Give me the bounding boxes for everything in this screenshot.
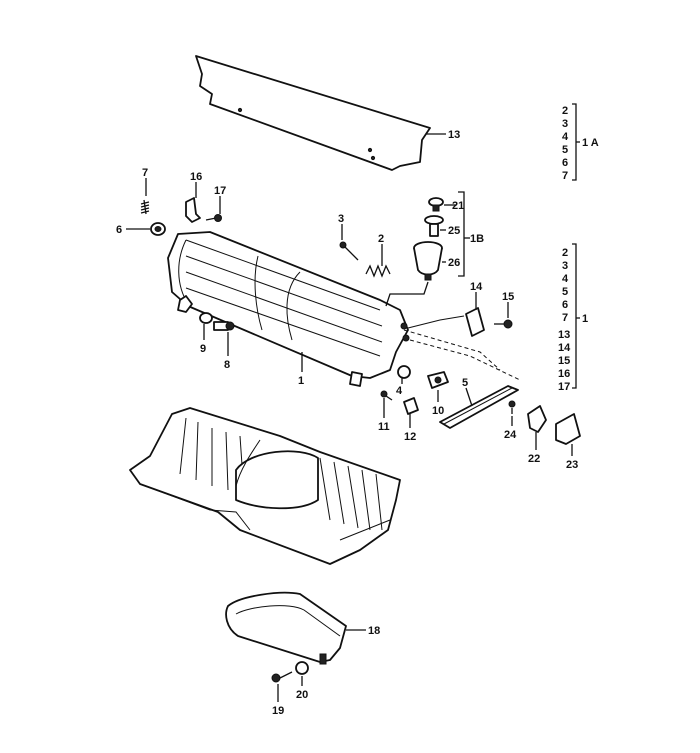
callout-23: 23: [566, 459, 578, 471]
strap-5: [439, 385, 519, 429]
group-1-item: 4: [562, 273, 569, 285]
callout-18: 18: [368, 625, 380, 637]
callout-19: 19: [272, 705, 284, 717]
hardware-parts: [140, 197, 581, 683]
part-4: [397, 365, 411, 379]
callout-8: 8: [224, 359, 230, 371]
callout-22: 22: [528, 453, 540, 465]
callout-25: 25: [448, 225, 460, 237]
callout-4: 4: [396, 385, 403, 397]
group-brackets: [572, 103, 580, 389]
callout-14: 14: [470, 281, 483, 293]
connector-25: [424, 215, 444, 237]
group-1a-label: 1 A: [582, 137, 599, 149]
leader-lines: [126, 133, 573, 702]
group-1-item: 14: [558, 342, 571, 354]
armrest: [225, 591, 347, 665]
group-1-label: 1: [582, 313, 588, 325]
bolt-19: [271, 671, 293, 683]
group-1a-item: 7: [562, 170, 568, 182]
washer-9: [199, 312, 213, 324]
seat-cushion: [129, 407, 401, 565]
bolt-8: [213, 321, 235, 331]
group-1-item: 15: [558, 355, 570, 367]
callout-2: 2: [378, 233, 384, 245]
group-1a-item: 3: [562, 118, 568, 130]
grommet-6: [150, 222, 166, 236]
screw-17: [205, 214, 222, 222]
callout-16: 16: [190, 171, 202, 183]
spring-2: [365, 264, 391, 278]
plate-14: [465, 307, 485, 337]
screw-3: [339, 241, 359, 261]
callout-7: 7: [142, 167, 148, 179]
callout-10: 10: [432, 405, 444, 417]
group-1-item: 17: [558, 381, 570, 393]
callout-12: 12: [404, 431, 416, 443]
clip-21: [428, 197, 444, 212]
seat-back-assembly: [167, 231, 410, 387]
group-1-item: 2: [562, 247, 568, 259]
callout-26: 26: [448, 257, 460, 269]
callout-6: 6: [116, 224, 122, 236]
hinge-23: [555, 413, 581, 445]
group-1a-list: 2 3 4 5 6 7 1 A: [562, 105, 599, 182]
pin-24: [508, 400, 516, 414]
callout-20: 20: [296, 689, 308, 701]
group-1-item: 13: [558, 329, 570, 341]
group-1a-item: 2: [562, 105, 568, 117]
group-1a-item: 4: [562, 131, 569, 143]
callout-9: 9: [200, 343, 206, 355]
bracket-10: [427, 371, 449, 389]
callout-21: 21: [452, 200, 464, 212]
clip-12: [403, 397, 419, 415]
latch-22: [527, 405, 547, 433]
callout-11: 11: [378, 421, 390, 433]
callout-labels: 13 7 6 16 17 3 2 21 25 1B 26 14 15 9 8 1…: [116, 129, 578, 717]
group-1-item: 3: [562, 260, 568, 272]
group-1-list: 2 3 4 5 6 7 13 14 15 16 17 1: [558, 247, 588, 393]
callout-17: 17: [214, 185, 226, 197]
callout-24: 24: [504, 429, 517, 441]
bracket-16: [185, 197, 201, 223]
callout-5: 5: [462, 377, 468, 389]
callout-1: 1: [298, 375, 304, 387]
screw-11: [380, 390, 393, 401]
group-1-item: 7: [562, 312, 568, 324]
bolt-15: [494, 319, 513, 329]
group-1-item: 16: [558, 368, 570, 380]
group-1a-item: 6: [562, 157, 568, 169]
callout-15: 15: [502, 291, 514, 303]
parcel-shelf-panel: [195, 55, 431, 171]
cup-26: [413, 241, 443, 281]
group-1-item: 6: [562, 299, 568, 311]
group-1a-item: 5: [562, 144, 568, 156]
washer-20: [295, 661, 309, 675]
group-1-item: 5: [562, 286, 568, 298]
callout-3: 3: [338, 213, 344, 225]
callout-13: 13: [448, 129, 460, 141]
spring-7: [140, 199, 150, 215]
callout-1b: 1B: [470, 233, 484, 245]
